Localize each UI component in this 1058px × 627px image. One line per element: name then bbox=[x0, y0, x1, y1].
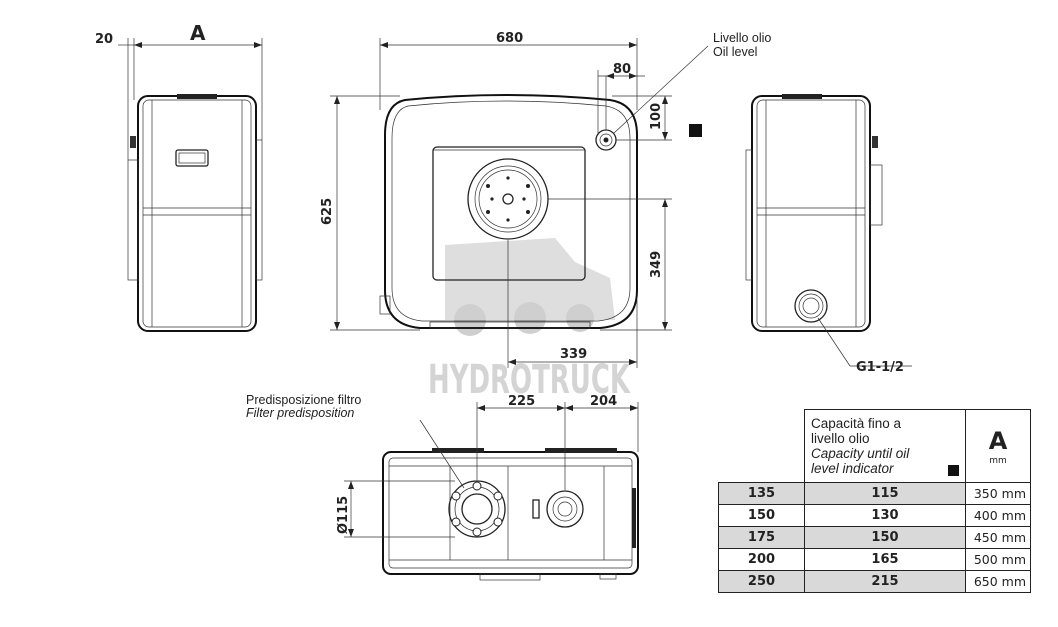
table-cell-volume: 175 bbox=[718, 526, 805, 549]
capacity-label-it-2: livello olio bbox=[811, 431, 870, 446]
a-header-label: A bbox=[988, 427, 1008, 455]
table-cell-volume: 250 bbox=[718, 570, 805, 593]
capacity-label-en-1: Capacity until oil bbox=[811, 446, 910, 461]
top-view bbox=[344, 402, 639, 581]
capacity-label-en-2: level indicator bbox=[811, 461, 894, 476]
front-view bbox=[330, 38, 709, 368]
table-cell-capacity: 115 bbox=[804, 482, 966, 505]
dim-100: 100 bbox=[649, 103, 664, 130]
left-side-view bbox=[118, 38, 263, 332]
table-cell-volume: 135 bbox=[718, 482, 805, 505]
table-row: 175 150 450 mm bbox=[718, 526, 1031, 549]
watermark-text: HYDROTRUCK bbox=[428, 357, 631, 403]
oil-level-label-it: Livello olio bbox=[713, 31, 771, 45]
table-cell-volume: 150 bbox=[718, 504, 805, 527]
a-header-unit: mm bbox=[989, 456, 1007, 466]
table-header-capacity: Capacità fino a livello olio Capacity un… bbox=[804, 409, 966, 483]
table-row: 150 130 400 mm bbox=[718, 504, 1031, 527]
dim-225: 225 bbox=[508, 394, 535, 409]
table-cell-a: 350 mm bbox=[965, 482, 1031, 505]
table-row: 200 165 500 mm bbox=[718, 548, 1031, 571]
table-header-row: Capacità fino a livello olio Capacity un… bbox=[718, 409, 1031, 483]
table-cell-capacity: 150 bbox=[804, 526, 966, 549]
capacity-label-it-1: Capacità fino a bbox=[811, 416, 902, 431]
dim-625: 625 bbox=[320, 198, 335, 225]
table-cell-a: 650 mm bbox=[965, 570, 1031, 593]
dim-20: 20 bbox=[95, 32, 113, 47]
table-row: 250 215 650 mm bbox=[718, 570, 1031, 593]
right-side-view bbox=[745, 94, 912, 367]
table-cell-volume: 200 bbox=[718, 548, 805, 571]
table-cell-a: 400 mm bbox=[965, 504, 1031, 527]
dim-115: Ø115 bbox=[336, 496, 351, 534]
table-header-empty bbox=[718, 409, 805, 483]
filter-label-it: Predisposizione filtro bbox=[246, 393, 361, 407]
table-header-a: A mm bbox=[965, 409, 1031, 483]
dim-349: 349 bbox=[649, 251, 664, 278]
table-cell-a: 450 mm bbox=[965, 526, 1031, 549]
oil-level-label-en: Oil level bbox=[713, 45, 757, 59]
dim-80: 80 bbox=[613, 62, 631, 77]
dim-680: 680 bbox=[496, 31, 523, 46]
capacity-table: Capacità fino a livello olio Capacity un… bbox=[718, 409, 1031, 593]
dim-339: 339 bbox=[560, 347, 587, 362]
dim-204: 204 bbox=[590, 394, 617, 409]
table-cell-capacity: 165 bbox=[804, 548, 966, 571]
table-row: 135 115 350 mm bbox=[718, 482, 1031, 505]
dim-g-thread: G1-1/2 bbox=[856, 360, 904, 375]
oil-level-marker-square bbox=[689, 124, 702, 137]
filter-label-en: Filter predisposition bbox=[246, 406, 354, 420]
table-cell-a: 500 mm bbox=[965, 548, 1031, 571]
watermark-truck-logo bbox=[445, 238, 615, 336]
dim-a: A bbox=[190, 21, 206, 45]
table-cell-capacity: 215 bbox=[804, 570, 966, 593]
table-cell-capacity: 130 bbox=[804, 504, 966, 527]
oil-level-marker-square-legend bbox=[948, 465, 959, 476]
